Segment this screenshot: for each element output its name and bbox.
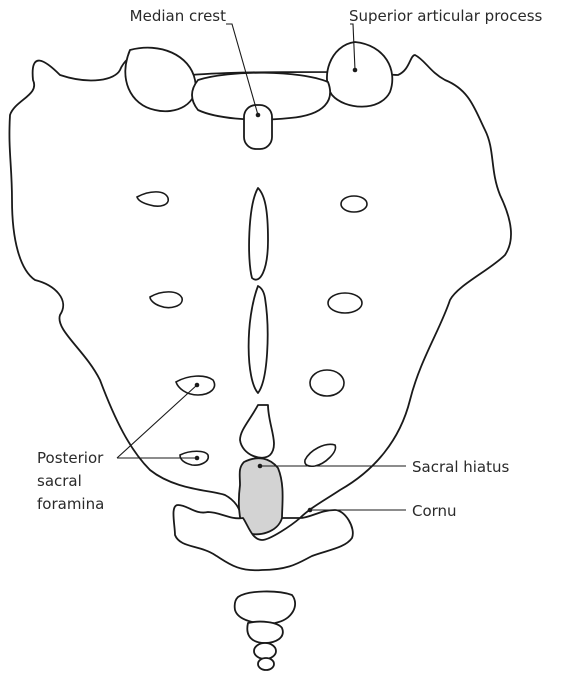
sacral-hiatus-label: Sacral hiatus — [412, 458, 510, 476]
median-crest-tubercle — [244, 105, 272, 149]
posterior-sacral-foramina-label-line-1: Posterior — [37, 449, 104, 467]
articular-process-dot — [353, 68, 358, 73]
cornu-label: Cornu — [412, 502, 457, 520]
foramina-dot-lower — [195, 456, 200, 461]
right-articular-process — [327, 42, 392, 107]
coccyx-third-segment — [247, 622, 283, 643]
foramen-right-3 — [310, 370, 344, 396]
foramen-right-1 — [341, 196, 367, 212]
superior-articular-process-label: Superior articular process — [349, 7, 543, 25]
posterior-sacral-foramina-label-line-3: foramina — [37, 495, 104, 513]
cornu-dot — [308, 508, 313, 513]
sacral-hiatus-dot — [258, 464, 263, 469]
posterior-sacral-foramina-label-line-2: sacral — [37, 472, 82, 490]
median-crest-label: Median crest — [130, 7, 226, 25]
foramina-dot-upper — [195, 383, 200, 388]
coccyx-tip — [258, 658, 274, 670]
foramen-right-2 — [328, 293, 362, 313]
coccyx-second-segment — [235, 591, 295, 623]
coccyx-fourth-segment — [254, 643, 276, 659]
median-crest-dot — [256, 113, 261, 118]
